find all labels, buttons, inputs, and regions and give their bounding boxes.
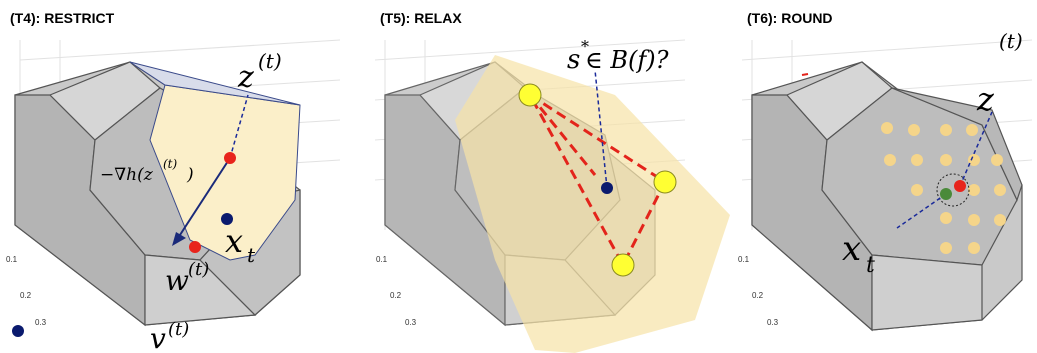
relaxed-region [455,55,730,353]
lattice-points [881,122,1006,254]
s-label-rest: ∈ B(f)? [585,46,669,74]
w-label: w [165,264,189,297]
panel-restrict: (T4): RESTRICT [0,0,345,353]
x-label-sub: t [866,253,875,278]
z-point [954,180,966,192]
dashed-triangle [528,93,667,269]
restrict-diagram: z (t) −∇h(z (t) ) x t w (t) v (t) 0.1 0.… [6,39,341,353]
yellow-vertex [653,170,677,194]
dashed-inner [528,94,597,176]
x-point [601,182,613,194]
z-label-sup: (t) [999,29,1023,53]
s-label-sup: * [581,37,589,56]
panel-title: (T5): RELAX [380,10,462,26]
red-mark [801,73,809,76]
panel-title: (T4): RESTRICT [10,10,115,26]
yellow-vertex [611,253,635,277]
w-point [189,241,201,253]
tick-label: 0.2 [20,291,32,300]
z-label: z [237,60,254,95]
panel-round: (T6): ROUND [692,0,1037,353]
gradient-label: −∇h(z [100,165,154,185]
z-label-sup: (t) [258,49,282,73]
round-diagram: z (t) x t 0.1 0.2 0.3 [738,29,1033,332]
tick-label: 0.3 [405,318,417,327]
panel-title: (T6): ROUND [747,10,833,26]
x-label: x [225,222,243,260]
tick-label: 0.2 [390,291,402,300]
v-point [12,325,24,337]
s-label: s [567,45,580,75]
z-point [224,152,236,164]
panel-relax: (T5): RELAX s * ∈ B(f) [345,0,730,353]
rounded-point [940,188,952,200]
x-label-sub: t [247,243,256,267]
w-label-sup: (t) [188,259,209,280]
yellow-vertex [518,83,542,107]
restricted-face [149,84,301,261]
relax-diagram: s * ∈ B(f)? 0.1 0.2 0.3 [374,37,730,353]
gradient-arrow [177,157,231,239]
tick-label: 0.2 [752,291,764,300]
tick-label: 0.1 [6,255,18,264]
tick-label: 0.1 [738,255,750,264]
x-dashed-line [896,193,947,229]
arrow-head [172,232,186,246]
tick-label: 0.1 [376,255,388,264]
tick-label: 0.3 [767,318,779,327]
v-label: v [150,322,166,353]
s-dashed-line [594,69,608,189]
tick-label: 0.3 [35,318,47,327]
gradient-label-sup: (t) [163,157,178,171]
top-face [129,61,301,106]
x-point [221,213,233,225]
z-label: z [976,80,995,118]
x-label: x [842,229,861,269]
z-dashed-line [229,94,249,159]
rounding-neighborhood [936,173,970,207]
gradient-label-close: ) [186,165,194,185]
v-label-sup: (t) [168,319,189,340]
